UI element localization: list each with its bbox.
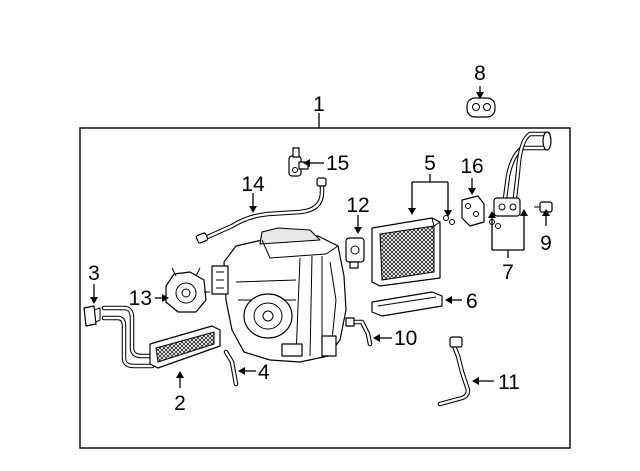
callout-label-6: 6 bbox=[466, 290, 478, 313]
heater-housing-part bbox=[211, 227, 347, 363]
heater-core-part bbox=[101, 305, 221, 369]
callout-7: 7 bbox=[488, 209, 528, 284]
grommet-part bbox=[466, 97, 496, 118]
ac-tubes-part bbox=[489, 131, 552, 229]
valve-part bbox=[288, 147, 309, 177]
callout-label-7: 7 bbox=[502, 261, 514, 284]
callout-9: 9 bbox=[540, 209, 552, 255]
callout-13: 13 bbox=[129, 287, 169, 310]
callout-12: 12 bbox=[346, 194, 370, 234]
callout-6: 6 bbox=[445, 290, 478, 313]
filter-part bbox=[371, 291, 443, 317]
callout-label-2: 2 bbox=[174, 392, 186, 415]
callout-label-4: 4 bbox=[258, 361, 270, 384]
callout-label-9: 9 bbox=[540, 232, 552, 255]
bolt-part bbox=[534, 201, 553, 213]
hose-part bbox=[195, 177, 327, 244]
callout-11: 11 bbox=[472, 371, 520, 394]
callout-1: 1 bbox=[313, 93, 325, 128]
callout-8: 8 bbox=[474, 62, 486, 99]
callout-10: 10 bbox=[373, 327, 417, 350]
callout-label-3: 3 bbox=[88, 262, 100, 285]
callout-label-16: 16 bbox=[460, 155, 483, 178]
pipe-part bbox=[223, 349, 239, 387]
callout-5: 5 bbox=[408, 152, 452, 217]
callout-3: 3 bbox=[88, 262, 100, 304]
callout-label-1: 1 bbox=[313, 93, 325, 116]
sensor-wire-part bbox=[437, 336, 471, 407]
callout-15: 15 bbox=[303, 152, 349, 175]
sensor-part bbox=[345, 317, 373, 347]
callout-label-5: 5 bbox=[424, 152, 436, 175]
callout-2: 2 bbox=[174, 371, 186, 415]
callout-label-13: 13 bbox=[129, 287, 152, 310]
evaporator-core-part bbox=[371, 217, 441, 287]
blower-motor-part bbox=[165, 267, 210, 313]
callout-label-15: 15 bbox=[326, 152, 349, 175]
callout-label-10: 10 bbox=[394, 327, 417, 350]
expansion-valve-part bbox=[461, 195, 485, 227]
callout-14: 14 bbox=[241, 173, 265, 213]
callout-label-12: 12 bbox=[346, 194, 369, 217]
callout-4: 4 bbox=[238, 361, 270, 384]
o-rings bbox=[443, 215, 455, 225]
assembly-frame bbox=[79, 127, 571, 449]
callout-16: 16 bbox=[460, 155, 484, 195]
actuator-part bbox=[345, 237, 365, 269]
callout-label-8: 8 bbox=[474, 62, 486, 85]
callout-label-14: 14 bbox=[241, 173, 265, 196]
callout-label-11: 11 bbox=[498, 371, 520, 394]
bracket-part bbox=[83, 305, 101, 327]
